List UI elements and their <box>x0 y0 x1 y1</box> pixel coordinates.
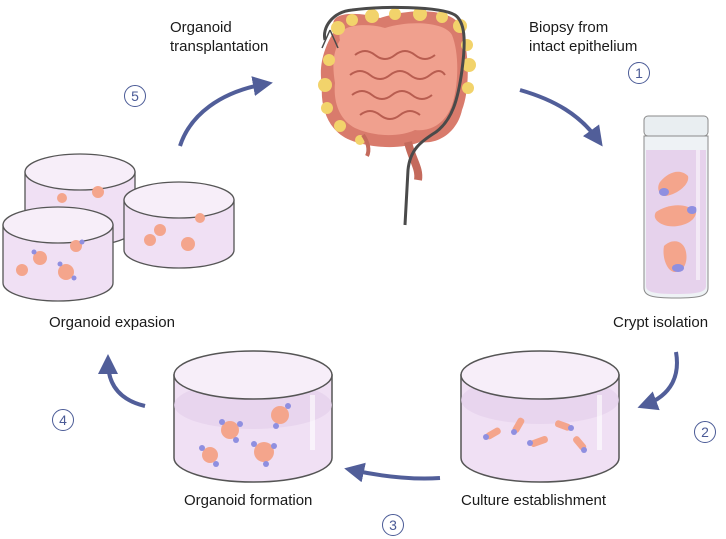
test-tube <box>643 115 709 299</box>
arrow-culture-to-formation <box>344 462 441 483</box>
label-biopsy-line1: Biopsy from <box>529 19 609 36</box>
dish-organoid-formation <box>173 350 333 483</box>
colon-illustration <box>318 5 476 226</box>
dish-expansion-front <box>2 206 114 302</box>
label-organoid-expansion: Organoid expasion <box>49 314 175 331</box>
crypt <box>663 241 687 272</box>
label-culture-establishment: Culture establishment <box>461 492 607 509</box>
arrow-expansion-to-transplantation <box>178 76 273 147</box>
label-biopsy: Biopsy from intact epithelium <box>529 18 637 56</box>
step-4-circle: 4 <box>52 409 74 431</box>
dish-culture-establishment <box>460 350 620 483</box>
label-biopsy-line2: intact epithelium <box>529 38 638 55</box>
arrow-biopsy-to-isolation <box>519 88 603 147</box>
step-2-circle: 2 <box>694 421 716 443</box>
label-crypt-isolation: Crypt isolation <box>613 314 709 331</box>
crypt <box>658 171 689 196</box>
step-5-circle: 5 <box>124 85 146 107</box>
step-1-circle: 1 <box>628 62 650 84</box>
label-organoid-formation: Organoid formation <box>184 492 313 509</box>
label-transplantation-line2: transplantation <box>170 38 269 55</box>
organoid-cluster <box>199 403 291 467</box>
dish-expansion-right <box>123 181 235 269</box>
label-transplantation: Organoid transplantation <box>170 18 268 56</box>
label-transplantation-line1: Organoid <box>170 19 232 36</box>
arrow-isolation-to-culture <box>637 351 679 411</box>
arrow-formation-to-expansion <box>98 354 146 408</box>
crypt <box>654 205 697 227</box>
step-3-circle: 3 <box>382 514 404 536</box>
